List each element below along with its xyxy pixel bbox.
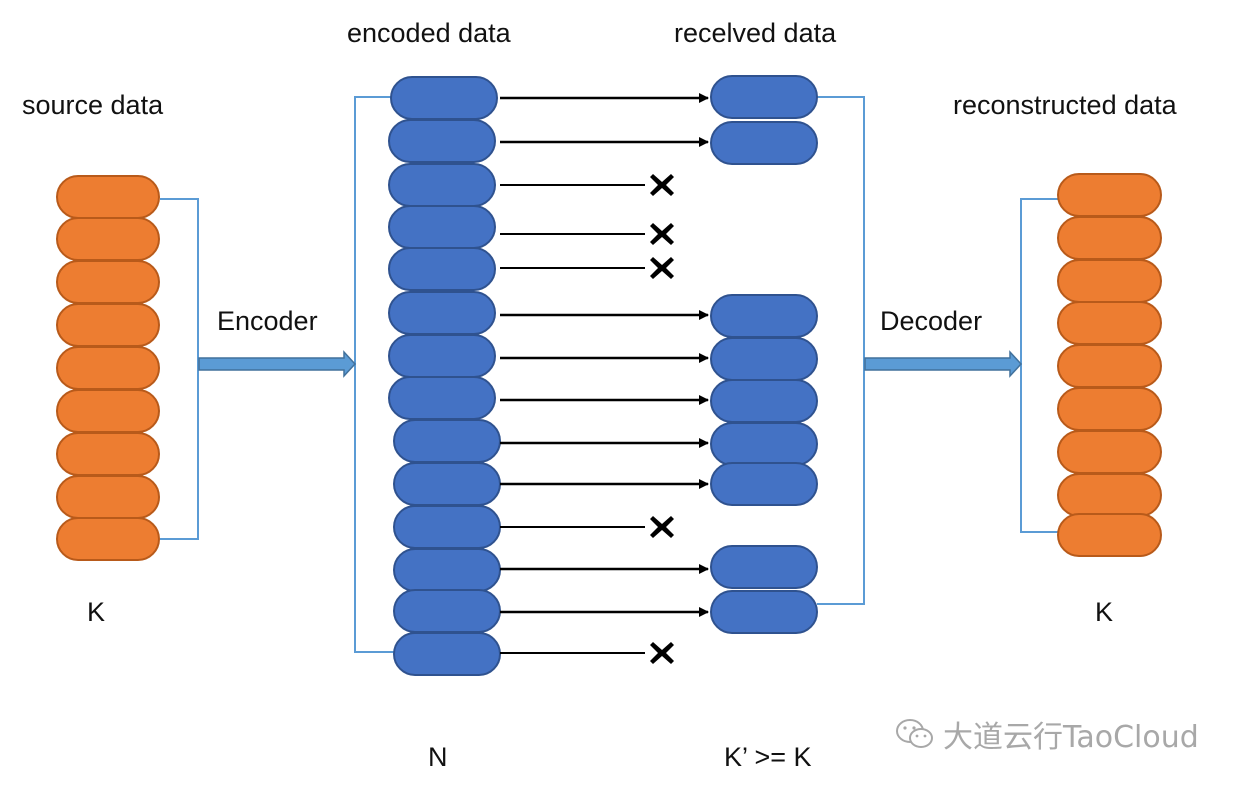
reconstructed-block — [1057, 301, 1162, 345]
source-block — [56, 217, 160, 261]
reconstructed-block — [1057, 473, 1162, 517]
received-block — [710, 294, 818, 338]
encoded-block — [393, 632, 501, 676]
encoded-block — [393, 548, 501, 592]
received-block — [710, 590, 818, 634]
encoded-block — [388, 205, 496, 249]
encoded-block — [393, 419, 501, 463]
encoded-block — [388, 291, 496, 335]
decoder-label: Decoder — [880, 306, 983, 336]
watermark: 大道云行TaoCloud — [895, 712, 1199, 756]
lost-icon — [650, 174, 674, 196]
source-block — [56, 303, 160, 347]
received-data-label: recelved data — [674, 18, 837, 48]
watermark-text: 大道云行TaoCloud — [943, 720, 1199, 755]
k-received-label: K’ >= K — [724, 742, 812, 772]
reconstructed-block — [1057, 513, 1162, 557]
source-block — [56, 517, 160, 561]
encoded-block — [388, 376, 496, 420]
received-block — [710, 121, 818, 165]
source-bracket — [160, 198, 199, 540]
received-block — [710, 545, 818, 589]
reconstructed-data-label: reconstructed data — [953, 90, 1177, 120]
received-block — [710, 462, 818, 506]
encoded-block — [390, 76, 498, 120]
encoded-block — [393, 505, 501, 549]
source-data-label: source data — [22, 90, 164, 120]
source-block — [56, 175, 160, 219]
reconstructed-block — [1057, 344, 1162, 388]
encoded-block — [393, 589, 501, 633]
received-block — [710, 379, 818, 423]
received-block — [710, 337, 818, 381]
encoded-block — [388, 334, 496, 378]
received-block — [710, 422, 818, 466]
encoded-block — [388, 247, 496, 291]
lost-icon — [650, 257, 674, 279]
source-block — [56, 475, 160, 519]
encoded-block — [388, 163, 496, 207]
reconstructed-block — [1057, 387, 1162, 431]
encoded-block — [388, 119, 496, 163]
decoder-arrow — [864, 350, 1023, 378]
n-encoded-label: N — [428, 742, 448, 772]
reconstructed-bracket — [1020, 198, 1058, 533]
reconstructed-block — [1057, 259, 1162, 303]
reconstructed-block — [1057, 216, 1162, 260]
k-source-label: K — [87, 597, 106, 627]
encoder-arrow — [198, 350, 357, 378]
wechat-icon — [896, 719, 933, 748]
encoded-data-label: encoded data — [347, 18, 511, 48]
source-block — [56, 389, 160, 433]
received-block — [710, 75, 818, 119]
received-bracket — [817, 96, 865, 605]
source-block — [56, 432, 160, 476]
source-block — [56, 260, 160, 304]
source-block — [56, 346, 160, 390]
encoded-block — [393, 462, 501, 506]
lost-icon — [650, 223, 674, 245]
lost-icon — [650, 516, 674, 538]
k-reconstructed-label: K — [1095, 597, 1114, 627]
reconstructed-block — [1057, 430, 1162, 474]
lost-icon — [650, 642, 674, 664]
encoded-bracket — [354, 96, 394, 653]
reconstructed-block — [1057, 173, 1162, 217]
encoder-label: Encoder — [217, 306, 318, 336]
